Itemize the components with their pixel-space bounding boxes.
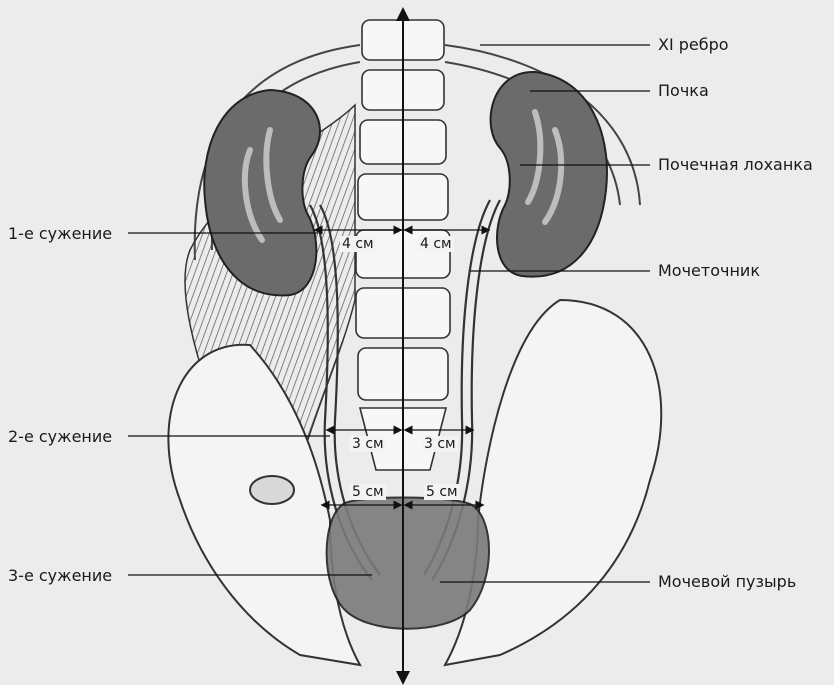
measure-upper-right: 4 см — [418, 236, 454, 252]
label-ureter: Мочеточник — [658, 262, 760, 280]
measure-lower-left: 5 см — [350, 484, 386, 500]
label-narrowing-2: 2-е сужение — [8, 428, 112, 446]
label-kidney: Почка — [658, 82, 709, 100]
label-rib: XI ребро — [658, 36, 729, 54]
measure-lower-right: 5 см — [424, 484, 460, 500]
measure-upper-left: 4 см — [340, 236, 376, 252]
label-narrowing-1: 1-е сужение — [8, 225, 112, 243]
bladder — [327, 498, 489, 629]
label-narrowing-3: 3-е сужение — [8, 567, 112, 585]
label-renal-pelvis: Почечная лоханка — [658, 156, 813, 174]
measure-middle-left: 3 см — [350, 436, 386, 452]
label-bladder: Мочевой пузырь — [658, 573, 796, 591]
measure-middle-right: 3 см — [422, 436, 458, 452]
